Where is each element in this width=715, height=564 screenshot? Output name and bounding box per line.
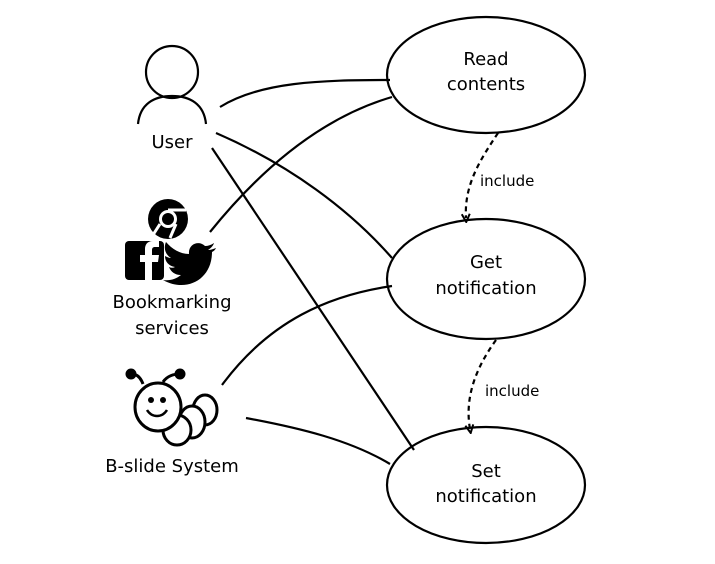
include-label-1: include <box>480 172 534 190</box>
actor-label-user: User <box>151 132 193 153</box>
include-arrow-read-get <box>466 132 499 218</box>
association-bookmarking-read <box>209 95 393 233</box>
association-bslide-set <box>245 416 391 465</box>
association-user-set <box>211 147 415 451</box>
svg-text:contents: contents <box>447 74 525 95</box>
svg-text:Read: Read <box>463 49 508 70</box>
use-case-set-notification: Set notification <box>385 425 587 545</box>
include-label-2: include <box>485 382 539 400</box>
chrome-icon <box>148 199 188 239</box>
twitter-icon <box>163 242 216 286</box>
actor-label-bookmarking-line2: services <box>135 318 209 339</box>
include-arrow-get-set <box>469 339 497 429</box>
actor-label-bookmarking-line1: Bookmarking <box>112 292 231 313</box>
caterpillar-mascot-icon <box>125 368 219 447</box>
person-icon <box>136 44 208 125</box>
association-bslide-get <box>221 284 393 386</box>
actor-label-bslide: B-slide System <box>105 456 239 477</box>
svg-text:Set: Set <box>471 461 501 482</box>
facebook-icon <box>125 241 164 280</box>
association-user-read <box>219 78 391 108</box>
association-user-get <box>215 131 393 259</box>
svg-text:notification: notification <box>435 278 536 299</box>
use-case-get-notification: Get notification <box>385 217 587 341</box>
use-case-read-contents: Read contents <box>385 15 587 135</box>
svg-text:Get: Get <box>470 252 502 273</box>
svg-text:notification: notification <box>435 486 536 507</box>
